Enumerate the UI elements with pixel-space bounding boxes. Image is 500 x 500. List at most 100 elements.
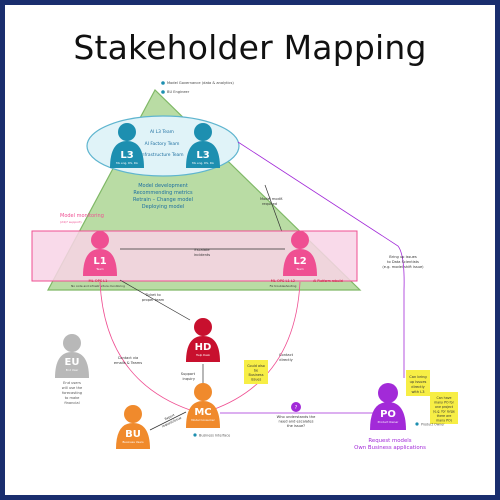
l2-person: L2 Team <box>283 231 317 276</box>
eu-label: EU <box>65 357 80 368</box>
po-person: PO Product Owner <box>370 383 406 430</box>
sticky-po-right-3: one project <box>435 405 454 409</box>
sticky-po-right-6: many PO) <box>436 419 452 423</box>
po-caption-line2: Own Business applications <box>354 445 426 451</box>
mc-label: MC <box>194 407 211 418</box>
bu-person: BU Business Users <box>116 405 150 449</box>
triangle-line-4: Deploying model <box>142 204 184 210</box>
sticky-po-left-1: Can bring <box>409 375 426 379</box>
model-development-text: Model development Recommending metrics R… <box>133 183 193 210</box>
mc-legend-dot <box>193 433 197 437</box>
l3-team-line3: Infrastructure Team <box>140 152 183 158</box>
l3-left-body <box>110 141 144 168</box>
mc-sub: Model Consumer <box>191 418 215 422</box>
bu-sub: Business Users <box>122 440 144 444</box>
question-badge <box>291 402 301 412</box>
l2-to-mc-line <box>211 281 301 411</box>
po-side-dot <box>415 422 419 426</box>
eu-note-2: will use the <box>62 386 83 390</box>
mc-person: MC Model Consumer <box>186 383 220 428</box>
mc-body <box>186 401 220 428</box>
hd-head <box>194 318 212 336</box>
eu-person: EU End User <box>55 334 89 378</box>
l1-caption: ML OPS L1 <box>89 279 108 283</box>
l2-caption-3: Fix troubleshooting <box>270 284 297 288</box>
l3-left-label: L3 <box>120 150 133 161</box>
eu-body <box>55 352 89 378</box>
l1-sub: Team <box>95 267 104 271</box>
eu-note-5: financial <box>64 401 79 405</box>
bu-arrow-line1: Report <box>164 413 176 421</box>
l2-body <box>283 249 317 276</box>
sticky-po-left-3: directly <box>411 385 425 389</box>
l2-label: L2 <box>293 256 306 267</box>
l3-to-po-line <box>237 141 405 378</box>
l2-caption-2: AI Platform rebuild <box>313 279 343 283</box>
l3-team-heading: AI L3 Team <box>150 129 174 135</box>
triangle-line-1: Model development <box>138 183 188 189</box>
bu-body <box>116 423 150 449</box>
po-side-label: Product Owner <box>421 423 445 427</box>
hd-person: HD Help Desk <box>186 318 220 362</box>
triangle-line-2: Recommending metrics <box>133 190 193 196</box>
sticky-po-right-5: there are <box>437 414 452 418</box>
l2-caption: ML OPS L1 L2 <box>271 279 295 283</box>
ticket-line1: Ticket to <box>144 293 160 297</box>
legend-dot-governance <box>161 81 165 85</box>
bring-issues-line2: to Data Scientists <box>387 260 419 264</box>
ticket-line2: proper team <box>142 298 165 302</box>
sticky-note-direct-l3 <box>406 370 430 396</box>
po-body <box>370 402 406 430</box>
question-badge-mark: ? <box>295 405 298 411</box>
question-line1: Who understands the <box>277 415 316 419</box>
sticky-mc-3: Business <box>249 373 264 377</box>
eu-note-1: End users <box>63 381 81 385</box>
po-label: PO <box>380 409 396 420</box>
question-line3: the issue? <box>287 424 305 428</box>
sticky-po-right-1: Can have <box>436 396 451 400</box>
eu-sub: End User <box>66 368 79 372</box>
sticky-note-direct-l3-text: Can bring up issues directly with L3 <box>409 375 426 394</box>
page-title: Stakeholder Mapping <box>73 28 427 67</box>
contact-emails-line2: emails & Teams <box>114 361 142 365</box>
l3-left-sub: ML eng, DS, DA <box>116 161 138 165</box>
escalate-line1: Escalate <box>194 248 210 252</box>
sticky-po-left-2: up issues <box>410 380 427 384</box>
sticky-note-many-po <box>430 392 458 424</box>
contact-directly-line1: Contact <box>279 353 294 357</box>
po-head <box>378 383 398 403</box>
l3-right-body <box>186 141 220 168</box>
legend-governance-label: Model Governance (data & analytics) <box>167 81 234 85</box>
model-modif-arrow <box>264 184 283 233</box>
l3-person-left: L3 ML eng, DS, DA <box>110 123 144 168</box>
l1-label: L1 <box>93 256 106 267</box>
hd-label: HD <box>195 342 212 353</box>
l3-person-right: L3 ML eng, DS, DA <box>186 123 220 168</box>
sticky-mc-4: issues <box>251 378 262 382</box>
l1-head <box>91 231 109 249</box>
l3-left-head <box>118 123 136 141</box>
triangle-line-3: Retrain – Change model <box>133 197 193 203</box>
model-monitoring-sub: (24/7 support) <box>60 220 82 224</box>
bring-issues-line1: Bring up issues <box>389 255 417 259</box>
l3-right-label: L3 <box>196 150 209 161</box>
sticky-po-right-2: many PO for <box>434 401 454 405</box>
l1-to-mc-line <box>99 281 191 411</box>
mc-note: Business Interface <box>199 434 230 438</box>
eu-head <box>63 334 81 352</box>
legend-engineer-label: BU Engineer <box>167 90 190 94</box>
sticky-mc-2: be <box>254 369 258 373</box>
bring-issues-line3: (e.g. model shift issue) <box>382 265 424 269</box>
l1-body <box>83 249 117 276</box>
bu-head <box>124 405 142 423</box>
support-inquiry-line2: inquiry <box>183 377 196 381</box>
model-monitoring-label: Model monitoring <box>60 213 104 219</box>
contact-directly-line2: directly <box>279 358 293 362</box>
ticket-arrow <box>119 279 191 321</box>
mc-head <box>194 383 212 401</box>
model-modif-line1: Model modif. <box>260 197 283 201</box>
l3-right-head <box>194 123 212 141</box>
sticky-po-right-4: (e.g. for large <box>433 410 455 414</box>
legend-dot-engineer <box>161 90 165 94</box>
sticky-mc-1: Could also <box>247 364 265 368</box>
